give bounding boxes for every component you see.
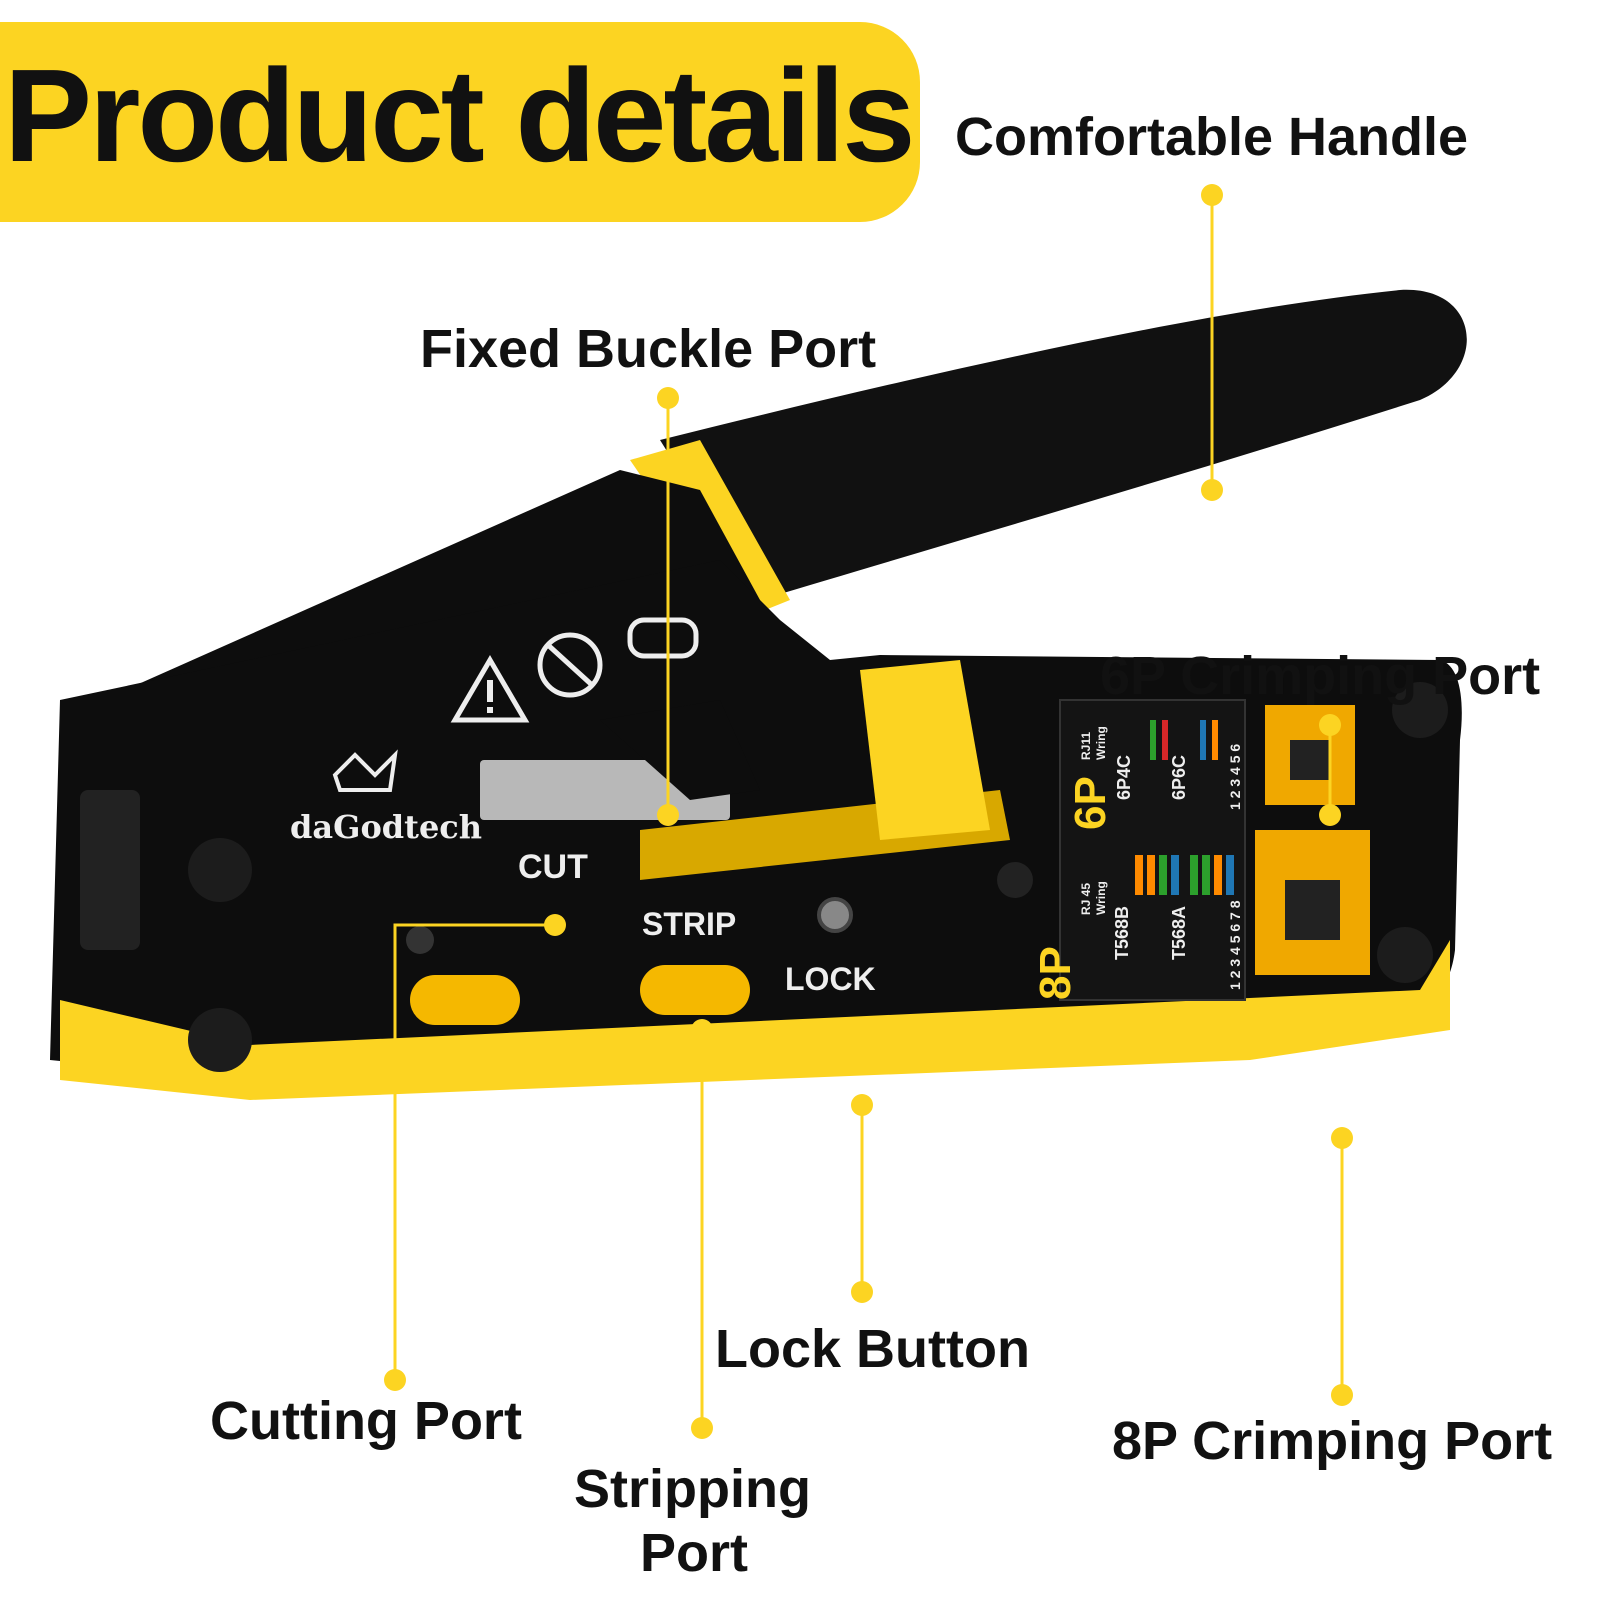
cut-label: CUT — [518, 848, 588, 886]
lock-button — [817, 897, 853, 933]
lock-label: LOCK — [785, 961, 876, 997]
wiring-pins8: 1 2 3 4 5 6 7 8 — [1227, 900, 1243, 990]
title-banner — [0, 22, 920, 222]
wiring-rj45-label: RJ 45 — [1079, 883, 1093, 915]
page-title: Product details — [4, 42, 916, 189]
wiring-t568a-label: T568A — [1169, 906, 1189, 960]
wiring-pins6: 1 2 3 4 5 6 — [1227, 744, 1243, 810]
wiring-6p-label: 6P — [1066, 776, 1115, 830]
strip-button — [640, 965, 750, 1015]
wiring-rj45-wring: Wring — [1094, 881, 1108, 915]
strip-label: STRIP — [642, 906, 736, 942]
safety-goggles-icon — [627, 617, 699, 659]
wiring-6p4c-label: 6P4C — [1114, 755, 1134, 800]
wiring-8p-label: 8P — [1031, 946, 1080, 1000]
brand-name: daGodtech — [290, 808, 482, 846]
cut-button — [410, 975, 520, 1025]
callout-stripping-port-line2: Port — [640, 1523, 748, 1583]
callout-comfortable-handle: Comfortable Handle — [955, 107, 1469, 167]
warning-icon — [450, 655, 530, 723]
tool-base — [60, 940, 1450, 1100]
wiring-t568b-label: T568B — [1112, 906, 1132, 960]
callout-lock-button: Lock Button — [715, 1319, 1030, 1379]
brand-logo-icon — [332, 749, 398, 792]
callout-fixed-buckle-port: Fixed Buckle Port — [420, 319, 877, 379]
callout-cutting-port: Cutting Port — [210, 1391, 522, 1451]
callout-stripping-port-line1: Stripping — [574, 1459, 811, 1519]
wiring-6p6c-label: 6P6C — [1169, 755, 1189, 800]
wiring-rj11-label: RJ11 — [1079, 732, 1093, 760]
no-hands-icon — [537, 632, 603, 698]
callout-8p-crimping-port: 8P Crimping Port — [1112, 1411, 1553, 1471]
wiring-rj11-wring: Wring — [1094, 726, 1108, 760]
callout-6p-crimping-port: 6P Crimping Port — [1100, 646, 1541, 706]
handle-grip — [660, 289, 1467, 600]
